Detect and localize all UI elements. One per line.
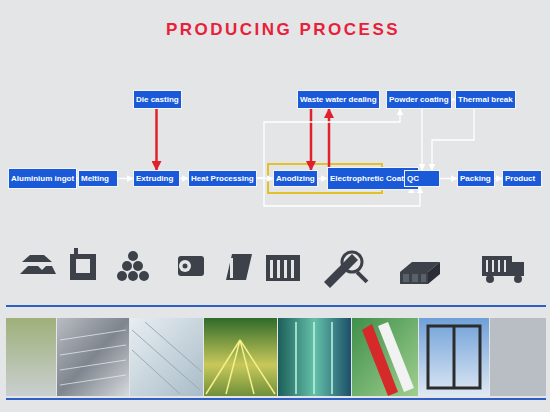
process-box: Waste water dealing	[297, 90, 380, 109]
box-label: Thermal break	[458, 96, 513, 104]
flow-arrow	[440, 178, 457, 179]
box-text-wrap: Die casting	[136, 96, 179, 104]
box-text-wrap: Packing	[460, 175, 491, 183]
box-text-wrap: Heat Processing	[191, 175, 254, 183]
box-label: Heat Processing	[191, 175, 254, 183]
red-flow-arrow	[155, 109, 158, 170]
box-label: Melting	[81, 175, 109, 183]
flow-arrow	[180, 178, 188, 179]
box-text-wrap: Powder coating	[389, 96, 449, 104]
box-text-wrap: Extruding	[136, 175, 173, 183]
box-label: QC	[407, 175, 419, 183]
flow-arrow	[118, 178, 133, 179]
process-box: Packing	[457, 170, 495, 187]
process-box: Die casting	[133, 90, 182, 109]
flow-arrow	[495, 178, 502, 179]
red-flow-arrow	[310, 109, 313, 170]
box-label: Aluminium ingot	[11, 175, 74, 183]
box-text-wrap: Aluminium ingot	[11, 175, 74, 183]
red-flow-arrow	[328, 109, 331, 167]
box-label: Die casting	[136, 96, 179, 104]
process-box: Thermal break	[455, 90, 516, 109]
box-text-wrap: Waste water dealing	[300, 96, 377, 104]
box-text-wrap: Product	[505, 175, 535, 183]
diagram-title: PRODUCING PROCESS	[0, 20, 550, 40]
box-label: Packing	[460, 175, 491, 183]
box-text-wrap: QC	[407, 175, 419, 183]
box-label: Product	[505, 175, 535, 183]
box-label: Powder coating	[389, 96, 449, 104]
box-label: Anodizing	[276, 175, 315, 183]
flow-arrow	[318, 178, 327, 179]
box-text-wrap: Thermal break	[458, 96, 513, 104]
box-label: Electrophretic Coating	[330, 175, 416, 183]
flow-arrow	[432, 109, 474, 170]
process-box: Powder coating	[386, 90, 452, 109]
process-box: Extruding	[133, 170, 180, 187]
process-box: QC	[404, 170, 440, 187]
box-text-wrap: Melting	[81, 175, 109, 183]
process-box: Product	[502, 170, 542, 187]
box-label: Extruding	[136, 175, 173, 183]
box-text-wrap: Electrophretic Coating	[330, 175, 416, 183]
process-box: Heat Processing	[188, 170, 257, 187]
flow-arrow	[421, 109, 422, 170]
box-label: Waste water dealing	[300, 96, 377, 104]
box-text-wrap: Anodizing	[276, 175, 315, 183]
process-box: Melting	[78, 170, 118, 187]
flow-arrow	[257, 178, 273, 179]
process-box: Anodizing	[273, 170, 318, 187]
process-box: Aluminium ingot	[8, 168, 77, 189]
